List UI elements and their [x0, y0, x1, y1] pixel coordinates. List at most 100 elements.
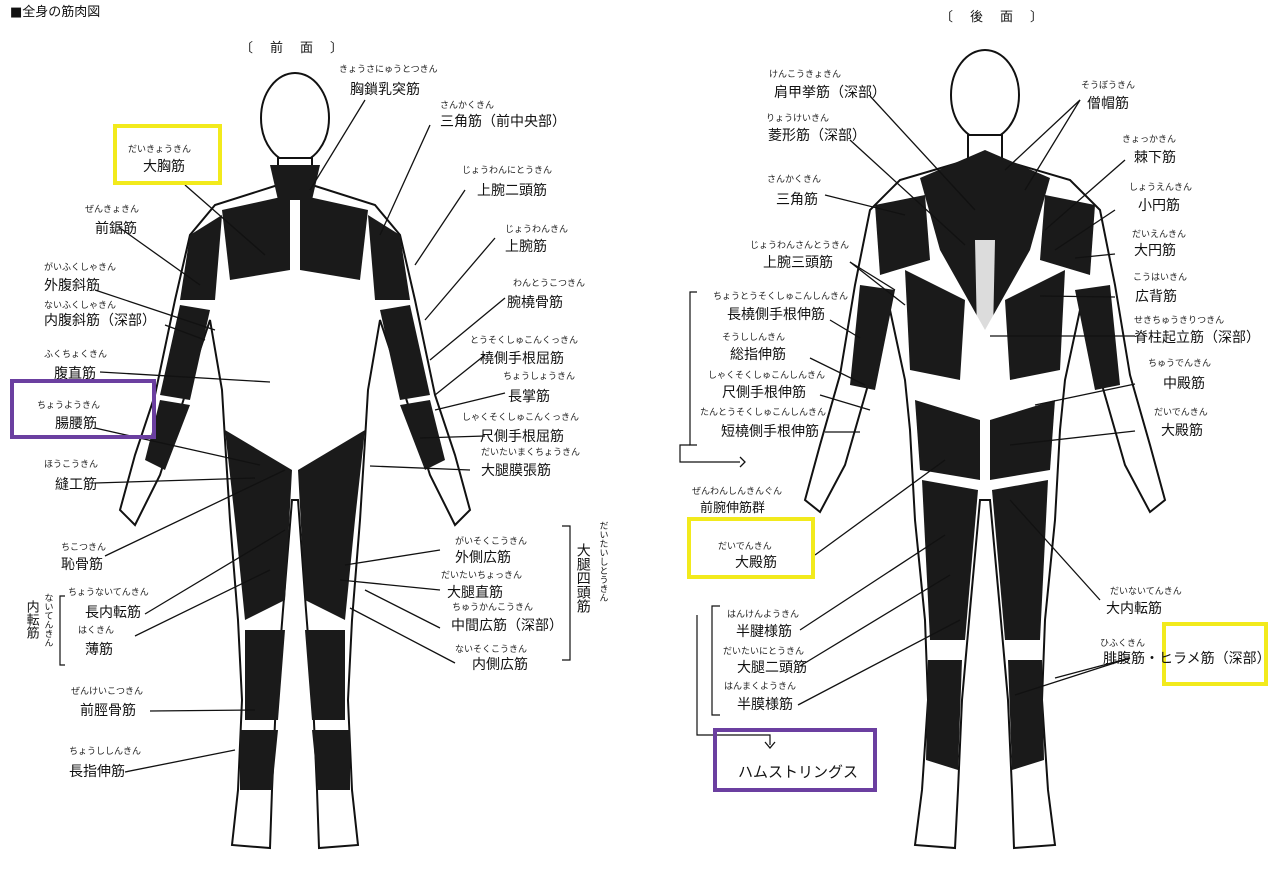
label-brachialis: 上腕筋 — [505, 240, 547, 254]
label-triceps: 上腕三頭筋 — [763, 256, 833, 270]
label-serratus: 前鋸筋 — [95, 222, 137, 236]
label-iliopsoas: 腸腰筋 — [55, 417, 97, 431]
label-gluteus-maximus-highlight: 大殿筋 — [735, 556, 777, 570]
label-tensor-fasciae-latae: 大腿膜張筋 — [481, 464, 551, 478]
label-extensor-carpi-radialis-longus: 長橈側手根伸筋 — [727, 308, 825, 322]
label-furigana: ぜんけいこつきん — [71, 688, 143, 697]
label-furigana: しゃくそくしゅこんくっきん — [462, 414, 579, 423]
label-gastrocnemius-soleus: 腓腹筋・ヒラメ筋（深部） — [1103, 652, 1271, 666]
label-forearm-extensors: 前腕伸筋群 — [700, 502, 765, 515]
label-furigana: がいふくしゃきん — [44, 264, 116, 273]
label-pectineus: 恥骨筋 — [61, 558, 103, 572]
label-semitendinosus: 半腱様筋 — [736, 625, 792, 639]
label-deltoid-front: 三角筋（前中央部） — [440, 115, 566, 129]
label-furigana: きょうさにゅうとつきん — [339, 66, 438, 75]
label-gluteus-maximus: 大殿筋 — [1161, 424, 1203, 438]
label-adductor-magnus: 大内転筋 — [1106, 602, 1162, 616]
label-furigana: だいたいまくちょうきん — [481, 449, 580, 458]
label-furigana: きょっかきん — [1122, 136, 1176, 145]
label-furigana: だいないてんきん — [1110, 588, 1182, 597]
label-furigana: だいえんきん — [1132, 231, 1186, 240]
label-extensor-carpi-ulnaris: 尺側手根伸筋 — [722, 386, 806, 400]
label-furigana: ちゅうでんきん — [1148, 360, 1211, 369]
label-deltoid-back: 三角筋 — [776, 193, 818, 207]
label-furigana: じょうわんきん — [505, 226, 568, 235]
label-furigana: じょうわんにとうきん — [462, 167, 552, 176]
label-furigana: だいたいちょっきん — [441, 572, 522, 581]
label-semimembranosus: 半膜様筋 — [737, 698, 793, 712]
label-infraspinatus: 棘下筋 — [1134, 151, 1176, 165]
label-furigana: がいそくこうきん — [455, 538, 527, 547]
label-furigana: だいたいにとうきん — [723, 648, 804, 657]
label-furigana: たんとうそくしゅこんしんきん — [700, 409, 826, 418]
label-extensor-digitorum: 総指伸筋 — [730, 348, 786, 362]
label-brachioradialis: 腕橈骨筋 — [507, 296, 563, 310]
label-furigana: とうそくしゅこんくっきん — [470, 337, 578, 346]
label-latissimus-dorsi: 広背筋 — [1135, 290, 1177, 304]
label-furigana: りょうけいきん — [766, 115, 829, 124]
label-vastus-lateralis: 外側広筋 — [455, 551, 511, 565]
label-sartorius: 縫工筋 — [55, 478, 97, 492]
back-heading: 〔 後 面 〕 — [940, 11, 1045, 24]
label-erector-spinae: 脊柱起立筋（深部） — [1134, 331, 1260, 345]
group-quadriceps-furigana: だいたいしとうきん — [597, 521, 606, 602]
label-furigana: しょうえんきん — [1129, 184, 1192, 193]
label-biceps: 上腕二頭筋 — [477, 184, 547, 198]
label-furigana: こうはいきん — [1133, 274, 1187, 283]
label-furigana: さんかくきん — [440, 102, 494, 111]
label-furigana: はくきん — [78, 627, 114, 636]
label-trapezius: 僧帽筋 — [1087, 97, 1129, 111]
label-furigana: だいでんきん — [718, 543, 772, 552]
label-furigana: ぜんわんしんきんぐん — [692, 488, 782, 497]
label-furigana: わんとうこつきん — [513, 280, 585, 289]
label-gracilis: 薄筋 — [85, 643, 113, 657]
label-furigana: しゃくそくしゅこんしんきん — [708, 372, 825, 381]
label-furigana: ちこつきん — [61, 544, 106, 553]
label-vastus-intermedius: 中間広筋（深部） — [451, 619, 563, 633]
label-furigana: じょうわんさんとうきん — [750, 242, 849, 251]
label-furigana: ちょうようきん — [37, 402, 100, 411]
front-heading: 〔 前 面 〕 — [240, 42, 345, 55]
label-furigana: はんまくようきん — [724, 683, 796, 692]
label-furigana: だいでんきん — [1154, 409, 1208, 418]
label-furigana: そうししんきん — [722, 334, 785, 343]
label-furigana: ひふくきん — [1100, 640, 1145, 649]
label-furigana: だいきょうきん — [128, 146, 191, 155]
label-furigana: そうぼうきん — [1081, 82, 1135, 91]
front-figure — [120, 73, 470, 848]
label-furigana: ちゅうかんこうきん — [452, 604, 533, 613]
label-levator-scapulae: 肩甲挙筋（深部） — [774, 86, 886, 100]
label-flexor-carpi-ulnaris: 尺側手根屈筋 — [480, 430, 564, 444]
label-rectus-abdominis: 腹直筋 — [54, 367, 96, 381]
label-furigana: ちょうないてんきん — [68, 589, 149, 598]
label-extensor-digitorum-longus: 長指伸筋 — [69, 765, 125, 779]
label-vastus-medialis: 内側広筋 — [472, 658, 528, 672]
label-furigana: ないふくしゃきん — [44, 302, 116, 311]
label-extensor-carpi-radialis-brevis: 短橈側手根伸筋 — [721, 425, 819, 439]
label-internal-oblique: 内腹斜筋（深部） — [44, 314, 156, 328]
label-furigana: さんかくきん — [767, 176, 821, 185]
label-tibialis-anterior: 前脛骨筋 — [80, 704, 136, 718]
label-furigana: はんけんようきん — [727, 611, 799, 620]
label-biceps-femoris: 大腿二頭筋 — [737, 661, 807, 675]
label-furigana: ぜんきょきん — [85, 206, 139, 215]
label-furigana: ほうこうきん — [44, 461, 98, 470]
group-adductor-furigana: ないてんきん — [42, 593, 51, 647]
label-sternocleidomastoid: 胸鎖乳突筋 — [350, 83, 420, 97]
label-external-oblique: 外腹斜筋 — [44, 279, 100, 293]
page-title: ■全身の筋肉図 — [10, 6, 100, 19]
group-adductor-label: 内転筋 — [24, 600, 38, 639]
label-furigana: ふくちょくきん — [44, 351, 107, 360]
label-palmaris-longus: 長掌筋 — [508, 390, 550, 404]
label-furigana: ないそくこうきん — [455, 646, 527, 655]
label-furigana: せきちゅうきりつきん — [1134, 317, 1224, 326]
group-quadriceps-label: 大腿四頭筋 — [575, 543, 590, 613]
label-adductor-longus: 長内転筋 — [85, 606, 141, 620]
label-hamstrings: ハムストリングス — [738, 765, 858, 780]
highlight-box-hamstrings — [713, 728, 877, 792]
label-gluteus-medius: 中殿筋 — [1163, 377, 1205, 391]
label-furigana: ちょうししんきん — [69, 748, 141, 757]
label-furigana: けんこうきょきん — [769, 71, 841, 80]
label-furigana: ちょうしょうきん — [503, 373, 575, 382]
